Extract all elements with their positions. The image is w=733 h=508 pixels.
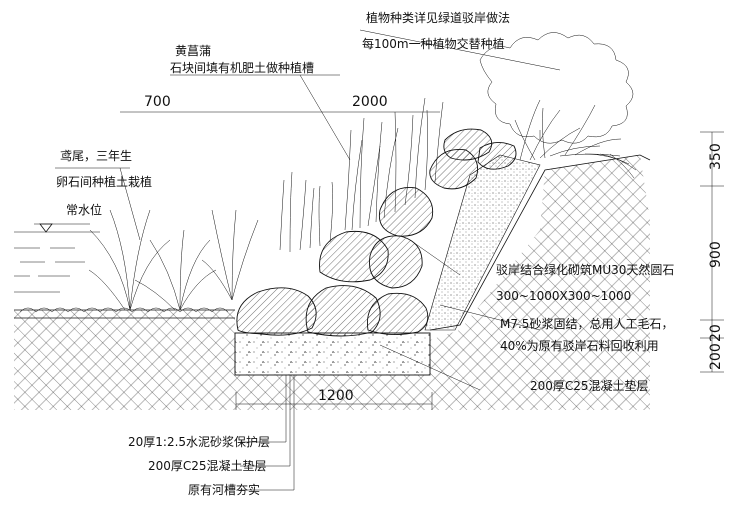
concrete-pad-label: 200厚C25混凝土垫层 <box>530 378 649 393</box>
calamus-title: 黄菖蒲 <box>175 44 211 58</box>
dim-350: 350 <box>708 143 724 170</box>
mortar-label-1: M7.5砂浆固结，总用人工毛石， <box>500 316 673 331</box>
revetment-label-2: 300~1000X300~1000 <box>496 289 631 303</box>
iris-title: 鸢尾，三年生 <box>60 149 132 163</box>
calamus-reeds <box>279 97 444 253</box>
dim-1200: 1200 <box>318 388 354 404</box>
water-level-marker-icon <box>39 223 53 233</box>
dimension-lines <box>120 111 724 410</box>
plant-note-2: 每100m一种植物交替种植 <box>362 36 505 51</box>
concrete-pad <box>234 332 431 376</box>
shrub-canopy <box>479 32 634 144</box>
natural-stones <box>236 128 517 337</box>
dim-2000: 2000 <box>352 94 388 110</box>
calamus-note: 石块间填有机肥土做种植槽 <box>170 60 314 75</box>
plant-note-1: 植物种类详见绿道驳岸做法 <box>366 10 510 25</box>
pebble-layer <box>19 307 229 313</box>
leader-lines <box>55 29 561 491</box>
revetment-label-1: 驳岸结合绿化砌筑MU30天然圆石 <box>496 262 674 277</box>
iris-note: 卵石间种植土栽植 <box>56 174 152 189</box>
mortar-label-2: 40%为原有驳岸石料回收利用 <box>500 339 659 353</box>
bottom-layer-3: 原有河槽夯实 <box>188 482 260 497</box>
dim-700: 700 <box>144 94 171 110</box>
bottom-layer-1: 20厚1:2.5水泥砂浆保护层 <box>128 434 270 449</box>
iris-clumps <box>88 209 259 311</box>
bottom-layer-2: 200厚C25混凝土垫层 <box>148 458 267 473</box>
dim-20: 20 <box>708 324 724 342</box>
embankment-surface <box>429 154 651 331</box>
top-grasses <box>514 99 637 179</box>
water-surface <box>14 223 100 293</box>
water-level-label: 常水位 <box>66 202 102 217</box>
dim-900: 900 <box>708 241 724 268</box>
dim-200: 200 <box>708 343 724 370</box>
